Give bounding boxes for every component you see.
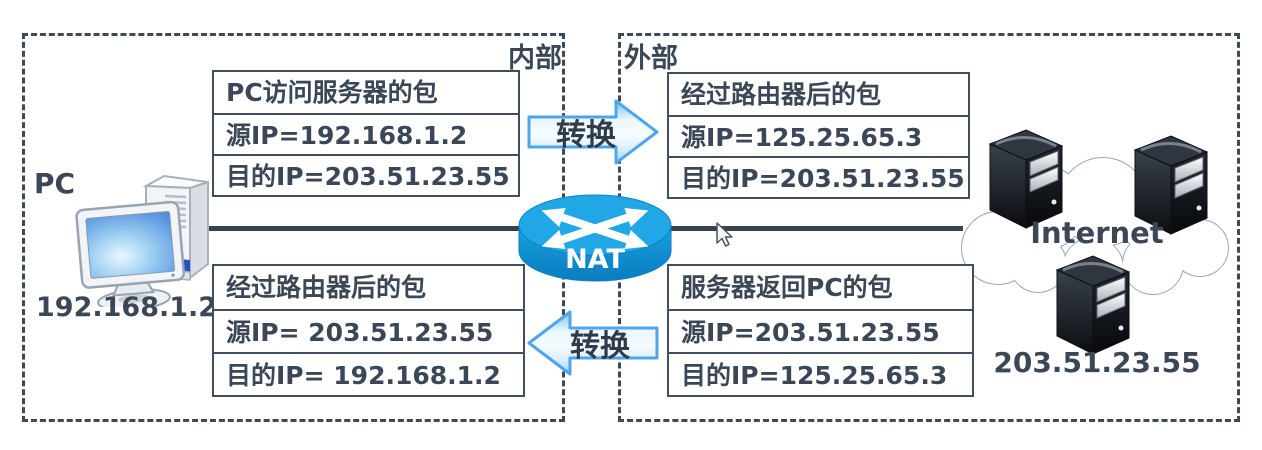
packet-source-ip: 源IP=192.168.1.2 [214,113,518,154]
internal-zone-label: 内部 [508,43,562,74]
packet-table-after-router-inbound: 经过路由器后的包 源IP= 203.51.23.55 目的IP= 192.168… [212,264,525,397]
packet-table-title: 经过路由器后的包 [681,80,882,109]
internet-label: Internet [1030,216,1164,250]
translate-arrow-left-icon [524,306,660,380]
translate-arrow-right-icon [526,95,662,169]
packet-source-ip: 源IP=125.25.65.3 [669,115,968,156]
packet-source-ip: 源IP= 203.51.23.55 [214,309,523,352]
packet-source-ip: 源IP=203.51.23.55 [669,309,972,352]
pc-icon [72,172,222,307]
packet-table-server-to-pc: 服务器返回PC的包 源IP=203.51.23.55 目的IP=125.25.6… [667,264,974,397]
pc-ip-label: 192.168.1.2 [36,292,218,323]
translate-arrow-right-label: 转换 [556,118,616,153]
packet-dest-ip: 目的IP= 192.168.1.2 [214,352,523,395]
packet-dest-ip: 目的IP=203.51.23.55 [669,156,968,197]
server-icon [982,124,1070,232]
packet-table-after-router-outbound: 经过路由器后的包 源IP=125.25.65.3 目的IP=203.51.23.… [667,72,970,199]
packet-table-pc-to-server: PC访问服务器的包 源IP=192.168.1.2 目的IP=203.51.23… [212,70,520,197]
packet-dest-ip: 目的IP=203.51.23.55 [214,154,518,195]
packet-table-title: 服务器返回PC的包 [681,273,893,302]
packet-table-title: PC访问服务器的包 [226,78,438,107]
packet-dest-ip: 目的IP=125.25.65.3 [669,352,972,395]
server-icon [1127,130,1215,238]
pc-label: PC [34,167,76,200]
nat-router-icon [510,187,680,287]
external-zone-label: 外部 [624,43,678,74]
translate-arrow-left-label: 转换 [570,329,630,364]
packet-table-title: 经过路由器后的包 [226,273,427,302]
server-ip-label: 203.51.23.55 [993,346,1201,379]
server-icon [1049,250,1137,358]
nat-router-label: NAT [565,244,625,275]
mouse-cursor-icon [714,222,736,248]
